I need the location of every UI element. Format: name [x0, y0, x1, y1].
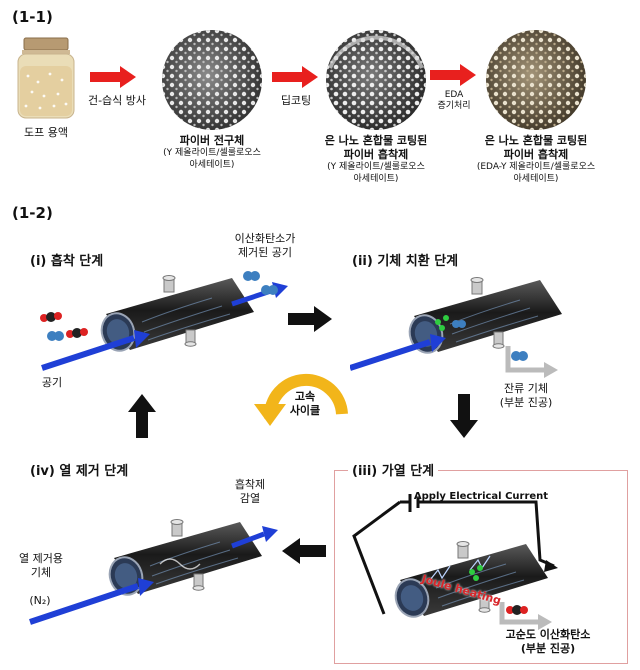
cycle-arrow-left-icon — [282, 538, 326, 564]
coated-fiber-title2: 파이버 흡착제 — [343, 148, 409, 161]
joule-heating-unit-illustration — [352, 494, 558, 630]
heating-step-frame — [334, 470, 628, 664]
co2-removed-label-2: 제거된 공기 — [237, 246, 293, 259]
eda-label: EDA — [444, 90, 464, 100]
spinning-label: 건-습식 방사 — [87, 94, 147, 107]
coated-fiber-sub2: 아세테이트) — [353, 174, 399, 184]
cycle-arrow-right-icon — [288, 306, 332, 332]
residual-gas-label-2: (부분 진공) — [499, 396, 553, 409]
high-purity-co2-label-1: 고순도 이산화탄소 — [505, 628, 591, 641]
final-fiber-image — [486, 30, 586, 130]
cycle-label-1: 고속 — [294, 390, 316, 403]
high-purity-co2-label-2: (부분 진공) — [520, 642, 576, 655]
residual-gas-label-1: 잔류 기체 — [504, 382, 548, 395]
section-label-1-2: (1-2) — [12, 204, 53, 222]
fiber-precursor-title: 파이버 전구체 — [179, 134, 245, 147]
step-ii-title: (ii) 기체 치환 단계 — [352, 254, 459, 269]
step-iv-title: (iv) 열 제거 단계 — [30, 464, 129, 479]
heat-removal-gas-label-2: 기체 — [30, 566, 52, 579]
gas-purge-unit-illustration — [350, 276, 563, 378]
dope-solution-label: 도프 용액 — [24, 126, 68, 139]
dope-solution-jar-icon — [17, 37, 75, 119]
process-arrow-3-icon — [430, 64, 476, 86]
section-label-1-1: (1-1) — [12, 8, 53, 26]
cycle-arrow-down-icon — [450, 394, 478, 438]
final-fiber-sub1: (EDA-Y 제올라이트/셀룰로오스 — [476, 162, 596, 172]
cycle-label-2: 사이클 — [289, 404, 321, 417]
adsorbent-label-2: 감열 — [239, 492, 261, 505]
step-i-title: (i) 흡착 단계 — [30, 254, 104, 269]
heat-removal-gas-label-1: 열 제거용 — [19, 552, 63, 565]
cooling-unit-illustration — [29, 518, 278, 625]
final-fiber-title2: 파이버 흡착제 — [503, 148, 569, 161]
adsorption-unit-illustration — [40, 271, 288, 371]
fiber-precursor-sub1: (Y 제올라이트/셀룰로오스 — [163, 148, 261, 158]
cycle-loop-icon — [254, 373, 348, 426]
final-fiber-sub2: 아세테이트) — [513, 174, 559, 184]
co2-molecules — [40, 312, 88, 338]
final-fiber-title1: 은 나노 혼합물 코팅된 — [484, 134, 588, 147]
coated-fiber-image — [326, 30, 426, 130]
air-label: 공기 — [41, 376, 63, 389]
co2-removed-label-1: 이산화탄소가 — [234, 232, 296, 245]
process-arrow-1-icon — [90, 66, 136, 88]
adsorbent-label-1: 흡착제 — [234, 478, 266, 491]
apply-current-label: Apply Electrical Current — [413, 491, 549, 502]
dip-coating-label: 딥코팅 — [280, 94, 312, 107]
nitrogen-label: (N₂) — [29, 594, 51, 607]
cycle-arrow-up-icon — [128, 394, 156, 438]
fiber-precursor-image — [162, 30, 262, 130]
process-arrow-2-icon — [272, 66, 318, 88]
coated-fiber-sub1: (Y 제올라이트/셀룰로오스 — [327, 162, 425, 172]
fiber-precursor-sub2: 아세테이트) — [189, 160, 235, 170]
eda-treatment-label: 증기처리 — [437, 101, 471, 111]
coated-fiber-title1: 은 나노 혼합물 코팅된 — [324, 134, 428, 147]
step-iii-title: (iii) 가열 단계 — [348, 460, 439, 479]
